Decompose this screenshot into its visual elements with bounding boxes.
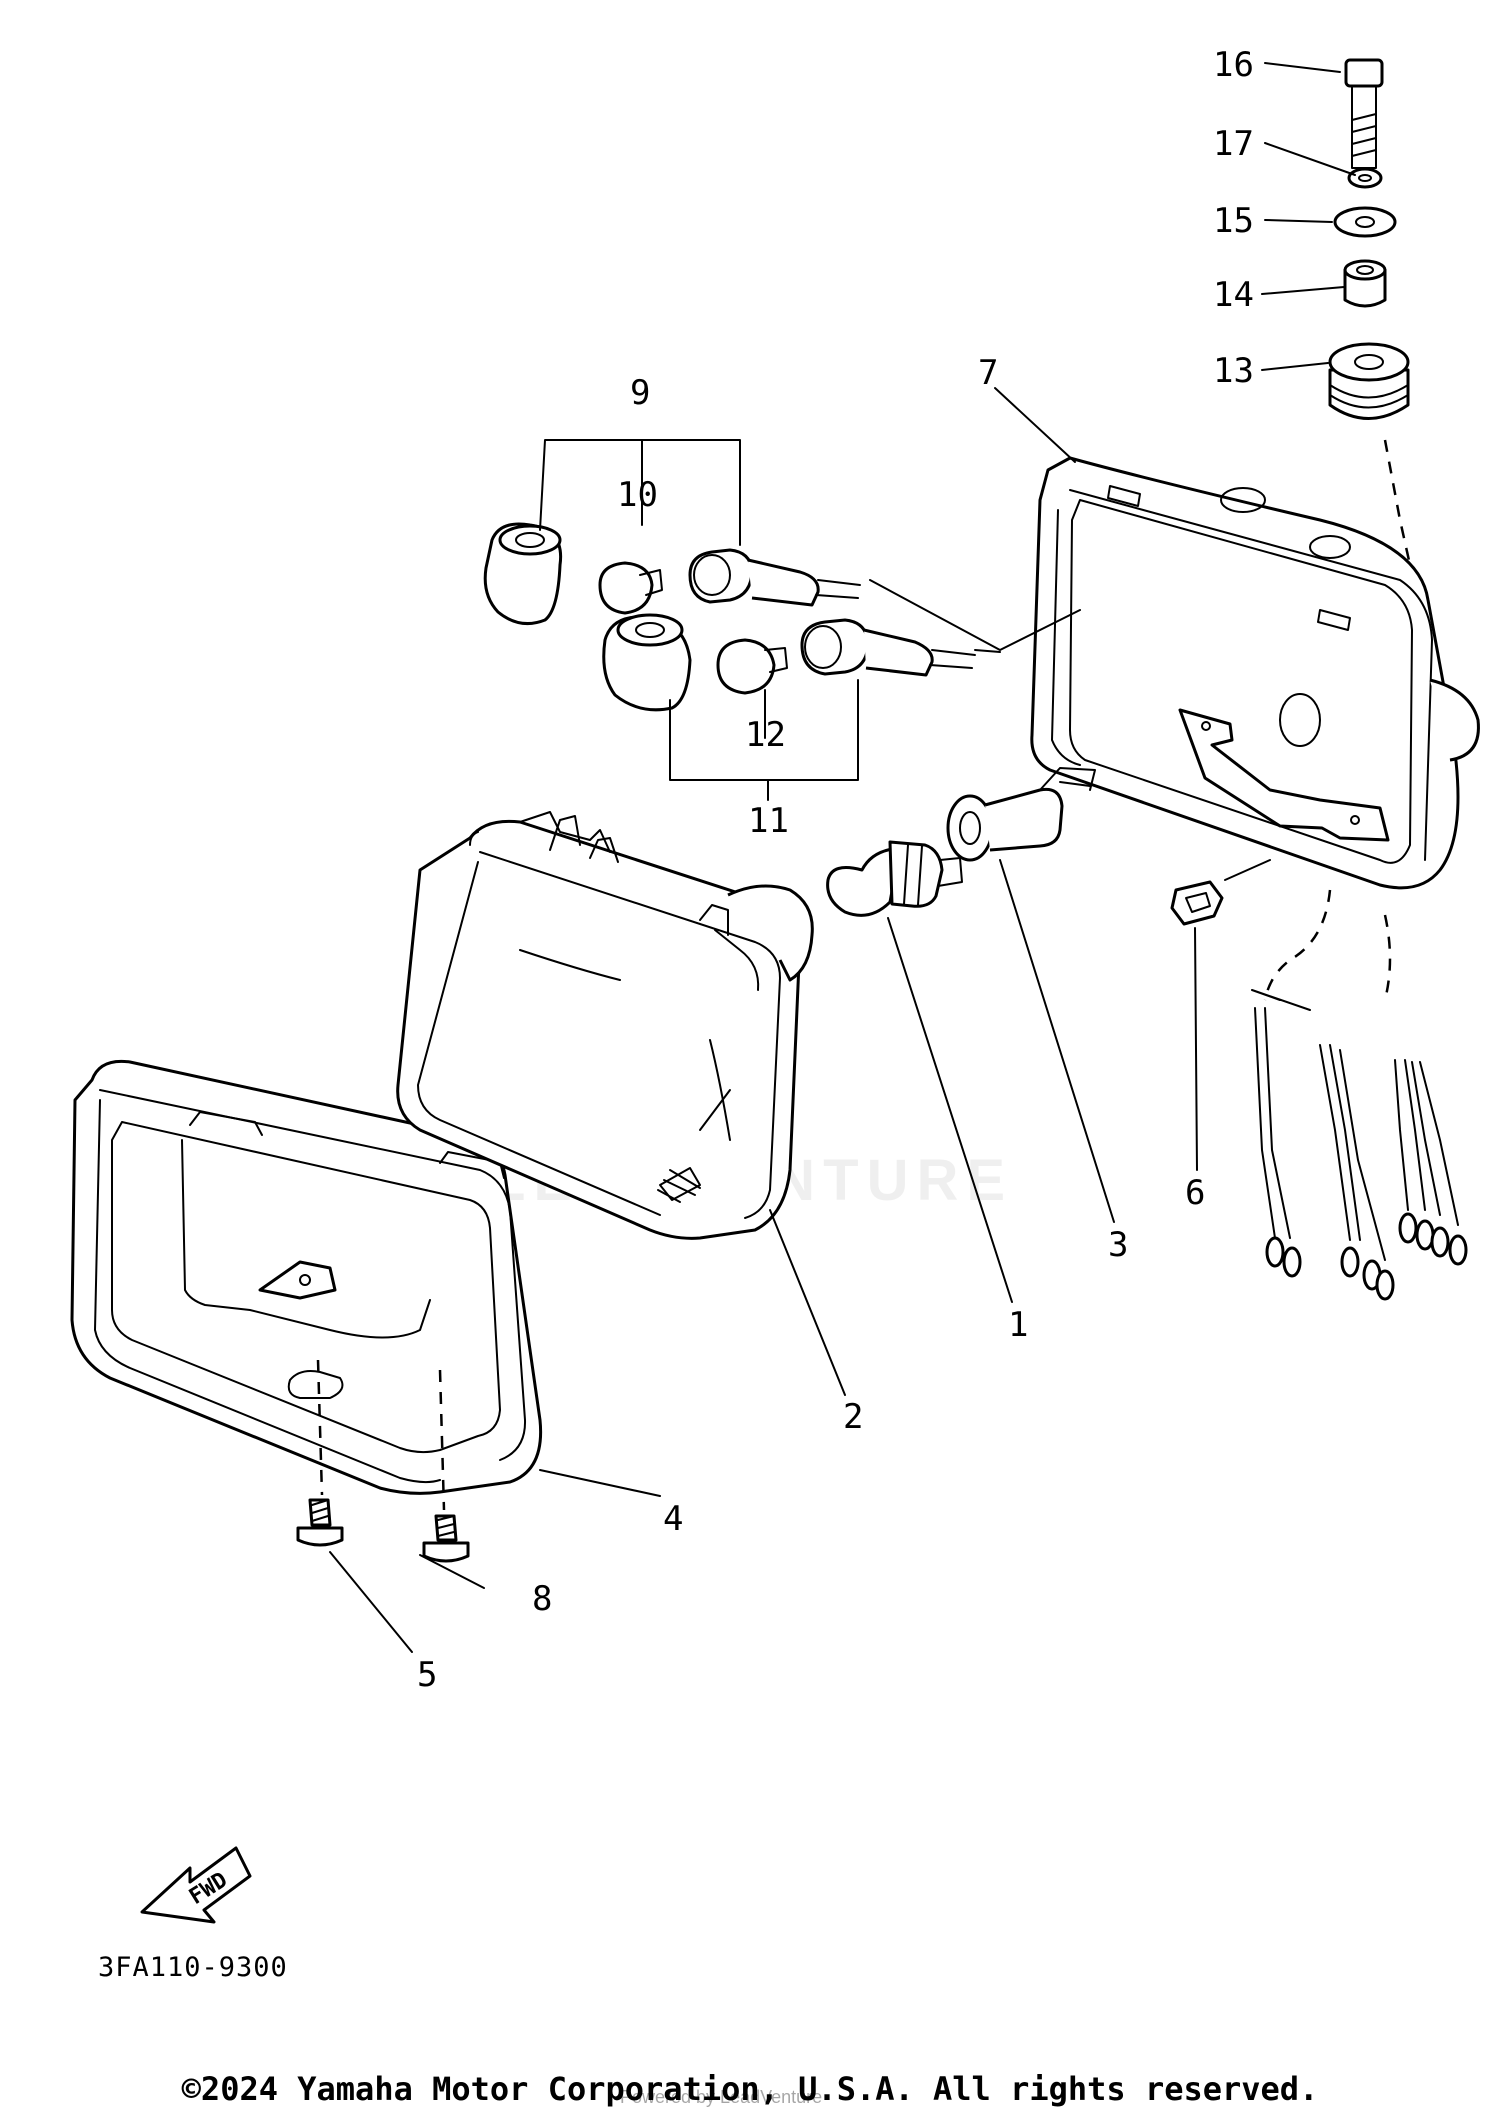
callout-5: 5 [417,1655,437,1695]
bolt-part [1344,58,1384,169]
callout-14: 14 [1213,275,1254,315]
copyright-footer: ©2024 Yamaha Motor Corporation, U.S.A. A… [181,2070,1319,2108]
callout-16: 16 [1213,45,1254,85]
drawing-code: 3FA110-9300 [98,1952,288,1983]
bulb-socket-assembly-lower [602,613,976,712]
callout-15: 15 [1213,201,1254,241]
callout-13: 13 [1213,351,1254,391]
forward-arrow-label: FWD [185,1868,232,1910]
callout-1: 1 [1008,1305,1028,1345]
forward-arrow-icon: FWD [140,1846,252,1924]
screw-part-5 [296,1498,344,1547]
grommet-part [1328,342,1410,420]
overlay-text: Powered by LeadVenture [620,2087,822,2107]
callout-6: 6 [1185,1173,1205,1213]
lock-washer-part [1347,167,1383,189]
callout-2: 2 [843,1397,863,1437]
sealed-beam-unit-part [396,811,814,1240]
leader-lines [329,62,1356,1653]
callout-3: 3 [1108,1225,1128,1265]
callout-12: 12 [745,715,786,755]
callout-8: 8 [532,1579,552,1619]
callout-7: 7 [978,353,998,393]
clip-nut-part [1170,880,1224,926]
headlight-bulb-part [826,840,963,917]
headlight-housing-part [1030,456,1480,890]
callout-11: 11 [748,801,789,841]
callout-labels: 16 17 15 14 13 7 9 10 12 11 6 3 1 2 4 8 … [417,45,1254,1695]
callout-4: 4 [663,1499,683,1539]
bulb-socket-assembly-upper [483,522,861,626]
plain-washer-part [1333,206,1397,238]
bulb-socket-part [946,767,1096,862]
callout-9: 9 [630,373,650,413]
screw-part-8 [422,1514,470,1563]
headlight-rim-part [70,1059,543,1495]
callout-10: 10 [617,475,658,515]
collar-part [1343,259,1387,308]
callout-17: 17 [1213,124,1254,164]
wire-leads [1251,889,1468,1301]
